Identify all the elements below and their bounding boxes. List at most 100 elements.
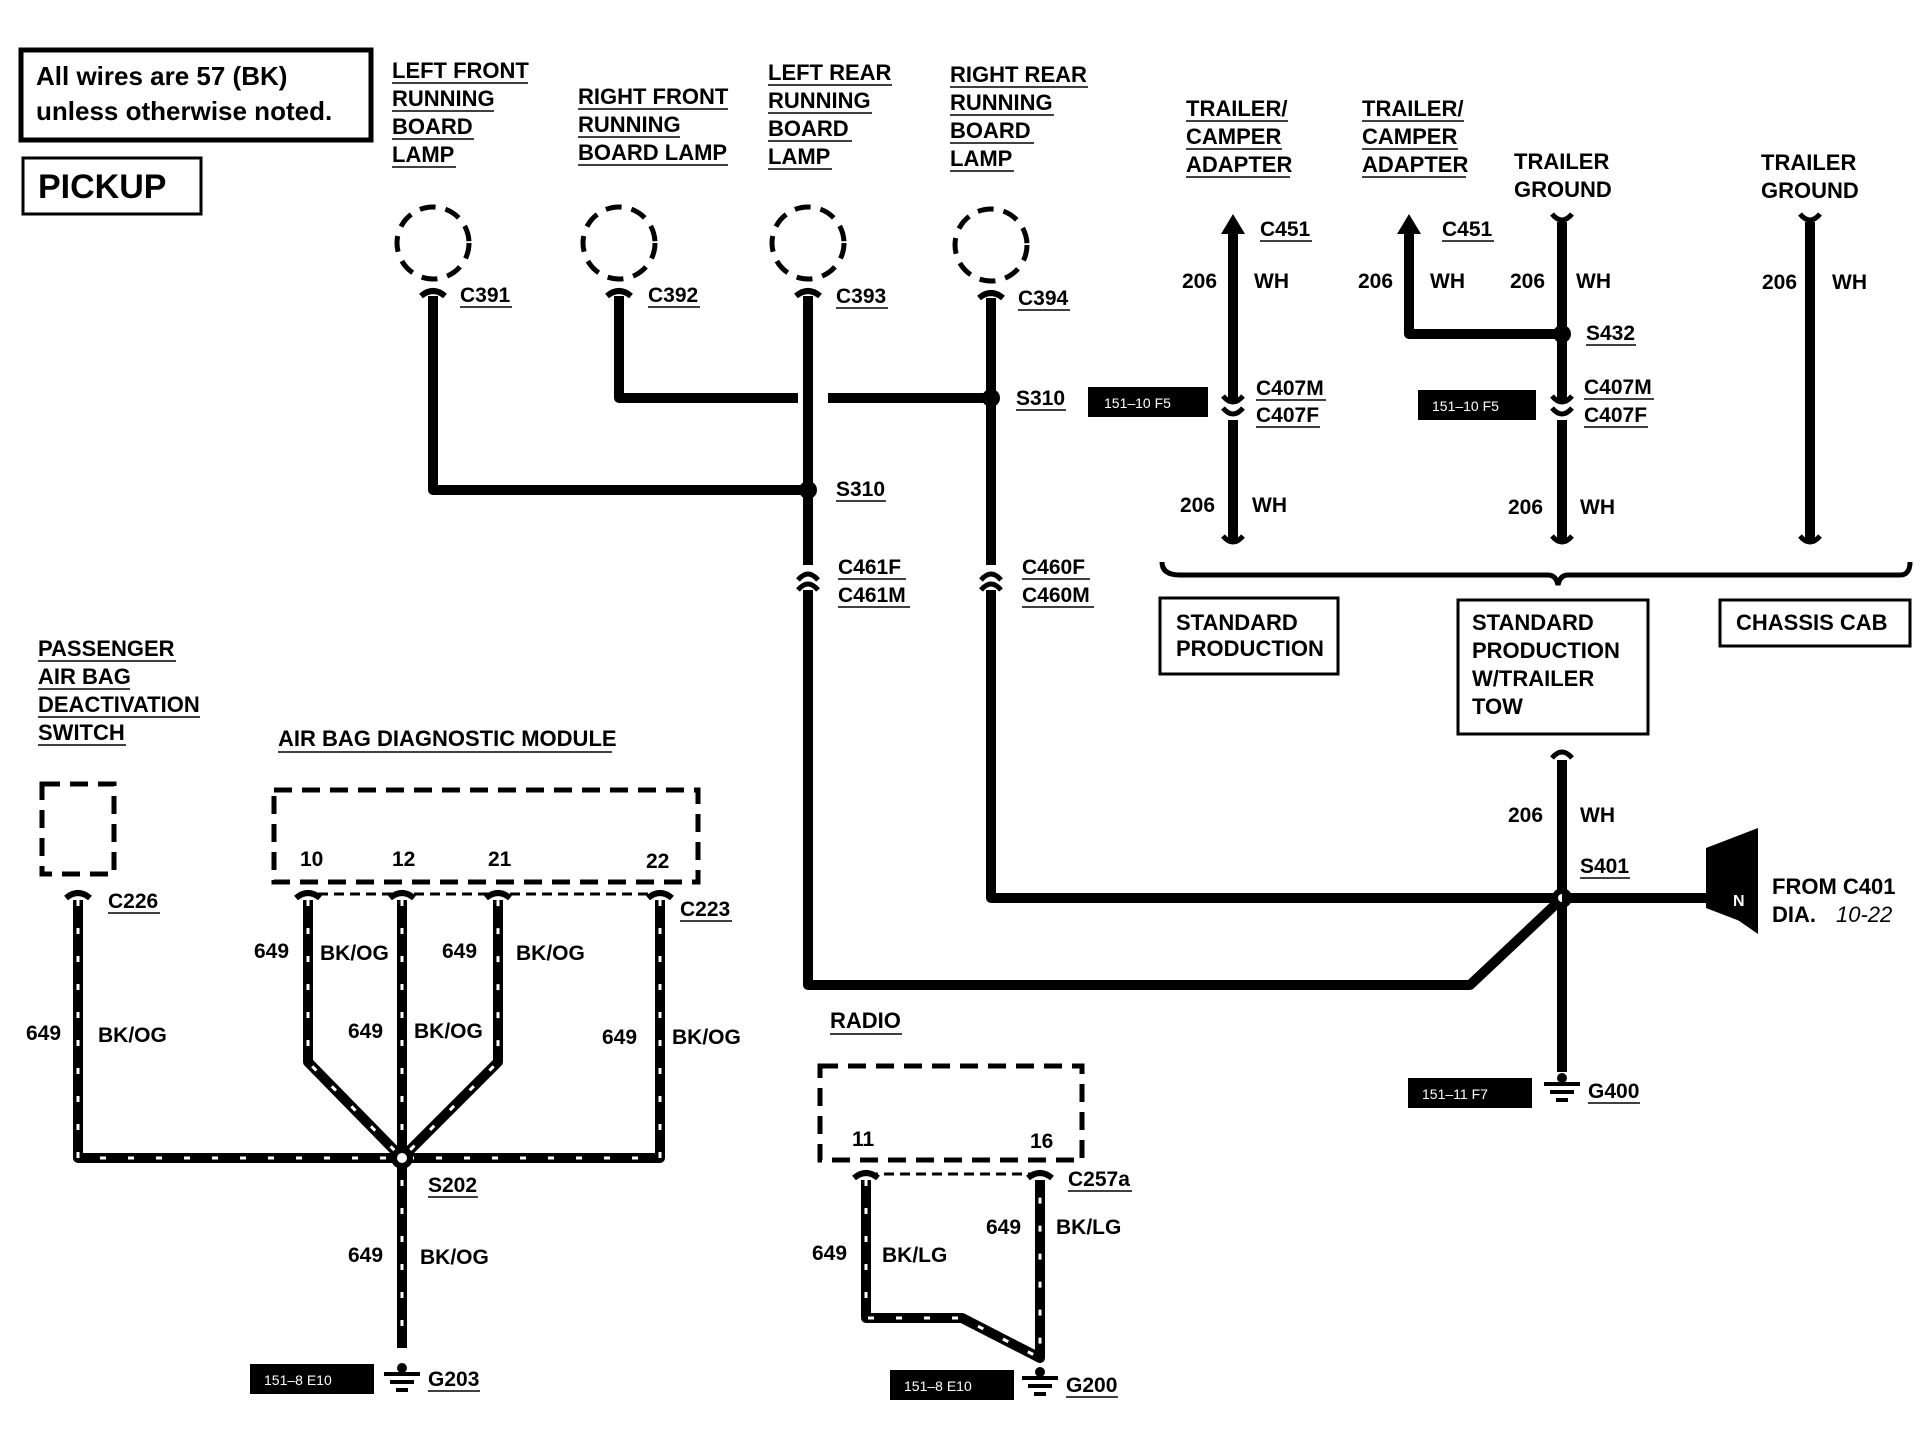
svg-text:PRODUCTION: PRODUCTION (1472, 638, 1620, 663)
svg-text:BK/OG: BK/OG (420, 1246, 489, 1269)
svg-text:C460F: C460F (1022, 556, 1085, 579)
svg-text:BK/LG: BK/LG (882, 1244, 947, 1267)
lamp-left-front-icon (394, 204, 472, 282)
lamp-right-rear-icon (952, 206, 1030, 284)
svg-text:151–8 E10: 151–8 E10 (264, 1372, 332, 1388)
svg-text:BK/OG: BK/OG (414, 1020, 483, 1043)
svg-text:206: 206 (1358, 270, 1393, 293)
svg-text:RUNNING: RUNNING (392, 86, 495, 111)
lamp-left-front-label: LEFT FRONT RUNNING BOARD LAMP (392, 58, 529, 168)
airbag-wires (73, 900, 665, 1348)
svg-text:TRAILER: TRAILER (1761, 150, 1856, 175)
variant-standard-trailer-tow: STANDARD PRODUCTION W/TRAILER TOW (1456, 598, 1650, 736)
trailer-ground-2-label: TRAILER GROUND (1761, 150, 1859, 203)
svg-text:RUNNING: RUNNING (768, 88, 871, 113)
airbag-switch-label: PASSENGER AIR BAG DEACTIVATION SWITCH (38, 636, 200, 746)
svg-text:649: 649 (812, 1242, 847, 1265)
svg-text:ADAPTER: ADAPTER (1362, 152, 1468, 177)
svg-text:C407M: C407M (1584, 376, 1652, 399)
svg-text:206: 206 (1508, 496, 1543, 519)
svg-text:ADAPTER: ADAPTER (1186, 152, 1292, 177)
note-line-2: unless otherwise noted. (36, 96, 332, 126)
airbag-module-box (271, 787, 701, 885)
lamp-left-rear-label: LEFT REAR RUNNING BOARD LAMP (768, 60, 892, 170)
trailer-connector-labels: C451 C451 C407M C407F C407M C407F (1256, 218, 1654, 428)
connector-c257a: C257a (1068, 1168, 1130, 1191)
radio-box (817, 1063, 1085, 1163)
svg-text:12: 12 (392, 848, 415, 871)
svg-text:GROUND: GROUND (1514, 177, 1612, 202)
splice-s310-lower (799, 481, 817, 499)
svg-text:BOARD: BOARD (950, 118, 1031, 143)
svg-text:BK/OG: BK/OG (98, 1024, 167, 1047)
radio-pin-16: 16 (1030, 1130, 1053, 1153)
splice-s310-upper-label: S310 (1016, 387, 1065, 410)
airbag-switch-box (39, 781, 117, 877)
airbag-module-title: AIR BAG DIAGNOSTIC MODULE (278, 726, 617, 751)
variant-standard-production: STANDARD PRODUCTION (1158, 596, 1340, 676)
variant-chassis-cab: CHASSIS CAB (1718, 598, 1912, 648)
svg-text:TRAILER/: TRAILER/ (1362, 96, 1463, 121)
connector-c391: C391 (460, 284, 511, 307)
svg-text:WH: WH (1252, 494, 1287, 517)
svg-text:206: 206 (1182, 270, 1217, 293)
svg-text:151–10 F5: 151–10 F5 (1104, 395, 1171, 411)
svg-text:649: 649 (348, 1244, 383, 1267)
lamp-left-rear-icon (769, 204, 847, 282)
svg-text:BOARD LAMP: BOARD LAMP (578, 140, 727, 165)
note-line-1: All wires are 57 (BK) (36, 61, 287, 91)
svg-text:LEFT FRONT: LEFT FRONT (392, 58, 529, 83)
svg-text:C407F: C407F (1256, 404, 1319, 427)
svg-text:WH: WH (1576, 270, 1611, 293)
svg-text:RIGHT FRONT: RIGHT FRONT (578, 84, 729, 109)
svg-text:G203: G203 (428, 1368, 479, 1391)
svg-text:10-22: 10-22 (1836, 902, 1892, 927)
airbag-module-connectors (294, 890, 674, 901)
svg-text:LEFT REAR: LEFT REAR (768, 60, 892, 85)
svg-text:C451: C451 (1442, 218, 1493, 241)
svg-text:DEACTIVATION: DEACTIVATION (38, 692, 200, 717)
svg-text:C461F: C461F (838, 556, 901, 579)
svg-text:LAMP: LAMP (392, 142, 454, 167)
svg-text:G200: G200 (1066, 1374, 1117, 1397)
svg-text:C451: C451 (1260, 218, 1311, 241)
svg-text:GROUND: GROUND (1761, 178, 1859, 203)
variant-bracket (1159, 561, 1913, 586)
svg-text:649: 649 (602, 1026, 637, 1049)
ref-tags: 151–10 F5 151–10 F5 151–11 F7 151–8 E10 … (250, 387, 1536, 1400)
svg-text:C407M: C407M (1256, 377, 1324, 400)
wire-color-note: All wires are 57 (BK) unless otherwise n… (18, 47, 374, 143)
svg-text:10: 10 (300, 848, 323, 871)
svg-text:206: 206 (1180, 494, 1215, 517)
connector-c223: C223 (680, 898, 730, 921)
lamp-connectors: C391 C392 C393 C394 (419, 284, 1070, 311)
svg-text:C460M: C460M (1022, 584, 1090, 607)
connector-c393: C393 (836, 285, 886, 308)
trailer-wires (1221, 212, 1822, 545)
svg-text:206: 206 (1510, 270, 1545, 293)
svg-text:BK/OG: BK/OG (516, 942, 585, 965)
svg-text:PASSENGER: PASSENGER (38, 636, 175, 661)
svg-text:STANDARD: STANDARD (1176, 610, 1298, 635)
svg-text:LAMP: LAMP (950, 146, 1012, 171)
svg-text:STANDARD: STANDARD (1472, 610, 1594, 635)
svg-text:WH: WH (1832, 271, 1867, 294)
lamp-right-front-icon (580, 204, 658, 282)
svg-text:21: 21 (488, 848, 512, 871)
svg-text:151–10 F5: 151–10 F5 (1432, 398, 1499, 414)
connector-c392: C392 (648, 284, 698, 307)
trailer-adapter-2-label: TRAILER/ CAMPER ADAPTER (1362, 96, 1468, 178)
svg-text:DIA.: DIA. (1772, 902, 1816, 927)
svg-text:BOARD: BOARD (768, 116, 849, 141)
inline-connector-c460: C460F C460M (979, 556, 1094, 608)
running-board-wires (428, 296, 1560, 990)
svg-text:WH: WH (1430, 270, 1465, 293)
svg-text:TOW: TOW (1472, 694, 1523, 719)
ground-g200: G200 (1022, 1367, 1118, 1398)
connector-c226: C226 (108, 890, 158, 913)
splice-s432 (1553, 325, 1571, 343)
svg-text:BK/OG: BK/OG (320, 942, 389, 965)
